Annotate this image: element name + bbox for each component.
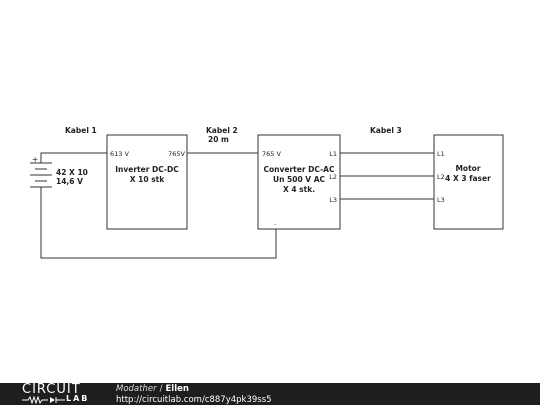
cable-2-label: Kabel 2 xyxy=(206,126,238,135)
inverter-quantity: X 10 stk xyxy=(130,175,165,184)
motor-input-l2: L2 xyxy=(437,173,445,181)
circuit-title[interactable]: Ellen xyxy=(165,384,189,394)
converter-quantity: X 4 stk. xyxy=(283,185,315,194)
cable-2-length: 20 m xyxy=(208,135,229,144)
inverter-output-label: 765V xyxy=(168,150,185,158)
converter-input-label: 765 V xyxy=(262,150,281,158)
converter-bottom-mark: . xyxy=(274,219,276,227)
wire-return xyxy=(40,187,277,259)
logo-waveform-icon xyxy=(22,396,65,404)
motor-box xyxy=(433,134,504,230)
converter-output-l1: L1 xyxy=(329,150,337,158)
motor-input-l3: L3 xyxy=(437,196,445,204)
logo-lab-text: LAB xyxy=(66,394,90,403)
battery-count: 42 X 10 xyxy=(56,168,88,177)
attribution-separator: / xyxy=(159,384,163,394)
converter-output-l2: L2 xyxy=(329,173,337,181)
inverter-box xyxy=(106,134,188,230)
circuitlab-logo[interactable]: CIRCUIT LAB xyxy=(22,382,94,404)
motor-title: Motor xyxy=(455,164,480,173)
battery-voltage: 14,6 V xyxy=(56,177,83,186)
converter-title: Converter DC-AC xyxy=(264,165,335,174)
converter-box xyxy=(257,134,341,230)
inverter-input-label: 613 V xyxy=(110,150,129,158)
cable-3-label: Kabel 3 xyxy=(370,126,402,135)
circuit-url[interactable]: http://circuitlab.com/c887y4pk39ss5 xyxy=(116,395,272,405)
logo-circuit-text: CIRCUIT xyxy=(22,382,81,397)
footer-bar: CIRCUIT LAB Modather/Ellen http://circui… xyxy=(0,382,540,405)
converter-voltage: Un 500 V AC xyxy=(273,175,326,184)
motor-input-l1: L1 xyxy=(437,150,445,158)
cable-1-label: Kabel 1 xyxy=(65,126,97,135)
battery-plus-sign: + xyxy=(32,155,38,164)
circuit-attribution: Modather/Ellen xyxy=(116,384,189,394)
wire-battery-to-inverter xyxy=(40,152,107,163)
author-link[interactable]: Modather xyxy=(116,384,157,394)
inverter-title: Inverter DC-DC xyxy=(115,165,179,174)
converter-output-l3: L3 xyxy=(329,196,337,204)
motor-phases: 4 X 3 faser xyxy=(445,174,491,183)
